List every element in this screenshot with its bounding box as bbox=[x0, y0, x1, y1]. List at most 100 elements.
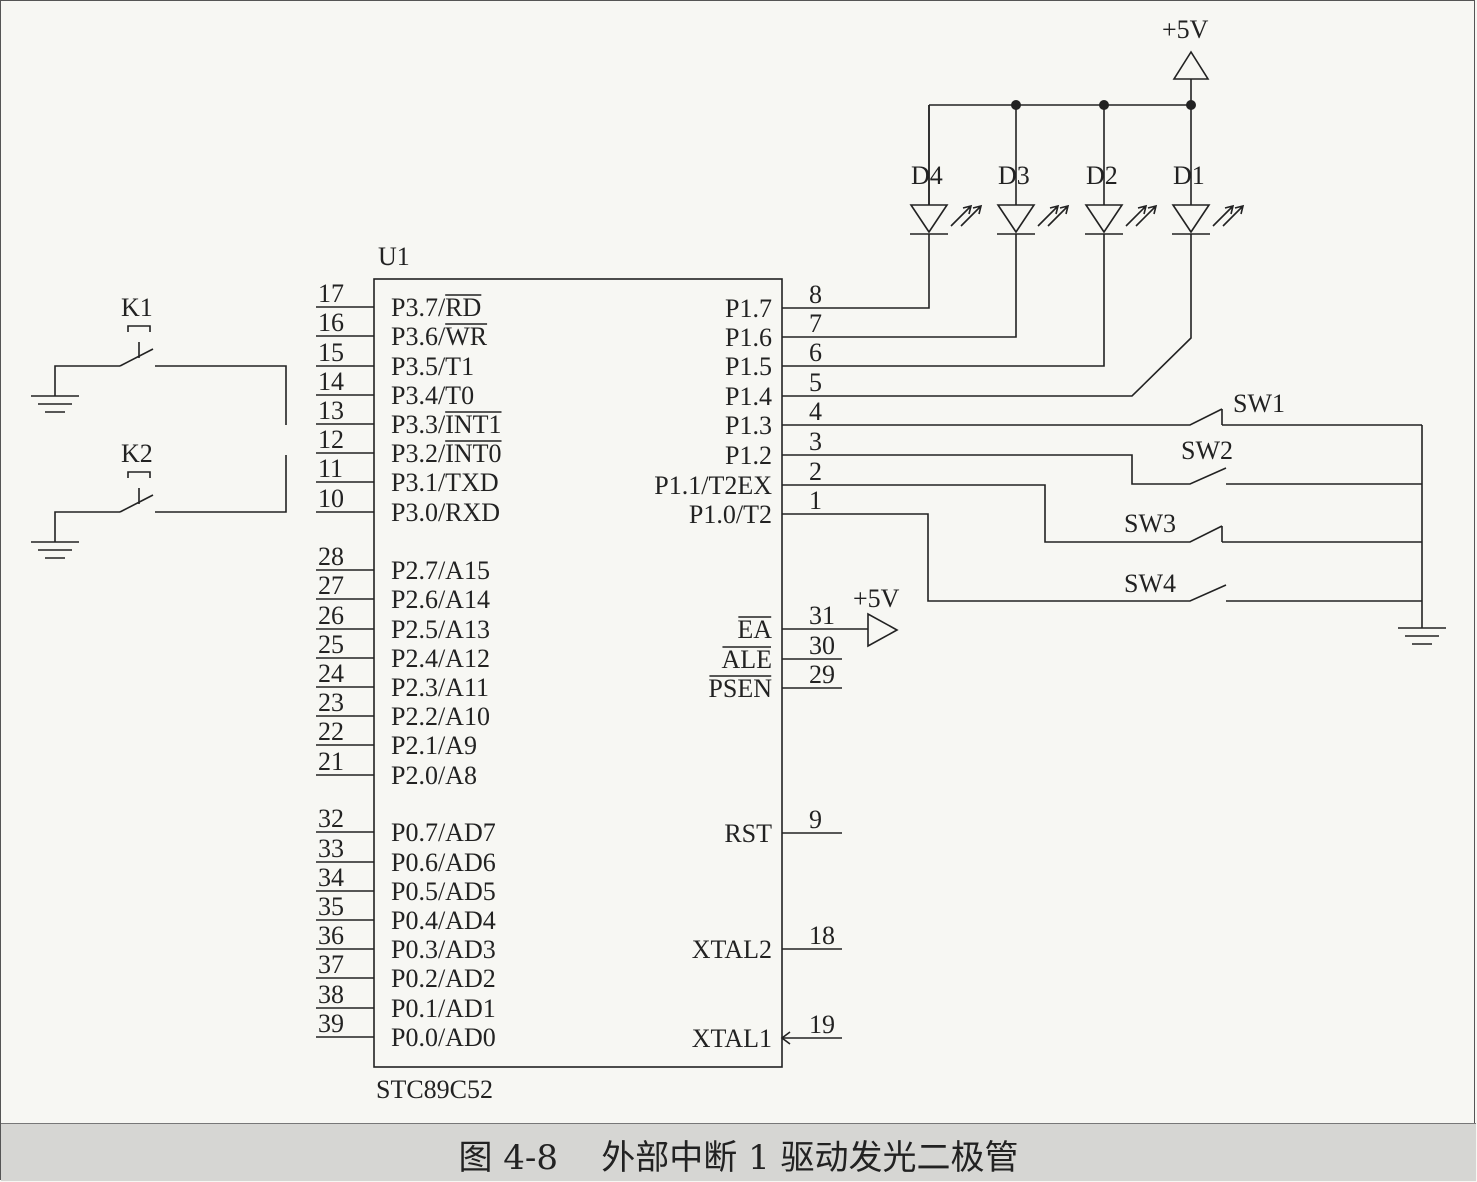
led-group: D4 D3 D2 D1 bbox=[909, 105, 1245, 235]
pin-number: 28 bbox=[318, 542, 344, 571]
pin-number: 24 bbox=[318, 659, 344, 688]
ea-power-arrow bbox=[867, 612, 899, 648]
led-d3: D3 bbox=[996, 105, 1070, 235]
pin-number: 38 bbox=[318, 980, 344, 1009]
pin-number: 14 bbox=[318, 367, 344, 396]
pin-number: 34 bbox=[318, 863, 344, 892]
ground-symbol bbox=[1398, 627, 1446, 645]
pin-name: P0.1/AD1 bbox=[391, 994, 496, 1023]
pin-name: P1.0/T2 bbox=[689, 500, 772, 529]
k2-label: K2 bbox=[121, 439, 153, 468]
pin-name: P2.0/A8 bbox=[391, 761, 477, 790]
top-power-label: +5V bbox=[1162, 15, 1209, 44]
sw3-wire bbox=[842, 484, 1422, 543]
pin-number: 32 bbox=[318, 804, 344, 833]
pin-name: P1.2 bbox=[725, 441, 772, 470]
pin-number: 12 bbox=[318, 425, 344, 454]
led-wire-d1 bbox=[842, 234, 1192, 397]
pin-number: 29 bbox=[809, 660, 835, 689]
pin-number: 4 bbox=[809, 397, 822, 426]
pin-number: 37 bbox=[318, 950, 344, 979]
top-power-wire bbox=[928, 79, 1192, 205]
ground-symbol bbox=[31, 395, 79, 413]
clock-marker bbox=[780, 1031, 791, 1045]
pin-number: 15 bbox=[318, 338, 344, 367]
pin-name: P3.0/RXD bbox=[391, 498, 500, 527]
pin-number: 35 bbox=[318, 892, 344, 921]
sw1-wire bbox=[842, 408, 1422, 426]
sw2-wire bbox=[842, 454, 1422, 485]
pin-number: 10 bbox=[318, 484, 344, 513]
pin-name: P3.6/WR bbox=[391, 322, 488, 351]
pin-name: P1.6 bbox=[725, 323, 772, 352]
pin-number: 36 bbox=[318, 921, 344, 950]
pin-name: P0.0/AD0 bbox=[391, 1023, 496, 1052]
pin-number: 22 bbox=[318, 717, 344, 746]
sw1-label: SW1 bbox=[1233, 389, 1285, 418]
caption-bar: 图 4-8 外部中断 1 驱动发光二极管 bbox=[1, 1123, 1476, 1181]
pin-name: P3.5/T1 bbox=[391, 352, 474, 381]
figure-caption: 图 4-8 外部中断 1 驱动发光二极管 bbox=[458, 1138, 1019, 1178]
pin-number: 13 bbox=[318, 396, 344, 425]
pin-number: 2 bbox=[809, 457, 822, 486]
pin-name: ALE bbox=[721, 645, 772, 674]
k2-wire bbox=[54, 455, 287, 542]
pin-number: 11 bbox=[318, 454, 343, 483]
pin-name: P1.3 bbox=[725, 411, 772, 440]
pin-name: P0.5/AD5 bbox=[391, 877, 496, 906]
pin-name: P3.4/T0 bbox=[391, 381, 474, 410]
chip-part-label: STC89C52 bbox=[376, 1075, 493, 1104]
led-label: D1 bbox=[1173, 161, 1205, 190]
pin-name: P1.7 bbox=[725, 294, 772, 323]
pin-name: P1.5 bbox=[725, 352, 772, 381]
pin-name: EA bbox=[737, 615, 772, 644]
pin-number: 19 bbox=[809, 1010, 835, 1039]
led-d1: D1 bbox=[1171, 105, 1245, 235]
led-label: D2 bbox=[1086, 161, 1118, 190]
pin-name: P2.5/A13 bbox=[391, 615, 490, 644]
k2-actuator bbox=[127, 471, 151, 504]
pin-number: 21 bbox=[318, 747, 344, 776]
k1-actuator bbox=[127, 325, 151, 358]
pin-name: P2.7/A15 bbox=[391, 556, 490, 585]
pin-number: 6 bbox=[809, 338, 822, 367]
sw4-label: SW4 bbox=[1124, 569, 1176, 598]
sw2-label: SW2 bbox=[1181, 436, 1233, 465]
k1-wire bbox=[54, 365, 287, 425]
pin-number: 8 bbox=[809, 280, 822, 309]
led-label: D3 bbox=[998, 161, 1030, 190]
pin-number: 5 bbox=[809, 368, 822, 397]
pin-name: PSEN bbox=[708, 674, 772, 703]
pin-name: P2.4/A12 bbox=[391, 644, 490, 673]
pin-name: P3.3/INT1 bbox=[391, 410, 502, 439]
pin-number: 3 bbox=[809, 427, 822, 456]
pin-name: P1.1/T2EX bbox=[654, 471, 772, 500]
pin-name: RST bbox=[724, 819, 772, 848]
pin-name: P0.4/AD4 bbox=[391, 906, 496, 935]
led-d4: D4 bbox=[909, 105, 983, 235]
pin-number: 27 bbox=[318, 571, 344, 600]
pin-name: XTAL1 bbox=[692, 1024, 772, 1053]
led-d2: D2 bbox=[1084, 105, 1158, 235]
ground-symbol bbox=[31, 541, 79, 559]
pin-name: P2.2/A10 bbox=[391, 702, 490, 731]
ea-power-label: +5V bbox=[853, 584, 900, 613]
k1-contact bbox=[119, 348, 154, 367]
led-wire-d4 bbox=[842, 234, 930, 309]
pin-number: 30 bbox=[809, 631, 835, 660]
pin-number: 23 bbox=[318, 688, 344, 717]
chip-body bbox=[373, 278, 783, 1068]
pin-number: 1 bbox=[809, 486, 822, 515]
k2-contact bbox=[119, 494, 154, 513]
pin-number: 39 bbox=[318, 1009, 344, 1038]
pin-number: 9 bbox=[809, 805, 822, 834]
pin-name: P0.7/AD7 bbox=[391, 818, 496, 847]
pin-number: 16 bbox=[318, 308, 344, 337]
sw3-label: SW3 bbox=[1124, 509, 1176, 538]
pin-name: P0.2/AD2 bbox=[391, 964, 496, 993]
top-power-arrow bbox=[1172, 50, 1210, 80]
pin-name: XTAL2 bbox=[692, 935, 772, 964]
pin-number: 26 bbox=[318, 601, 344, 630]
